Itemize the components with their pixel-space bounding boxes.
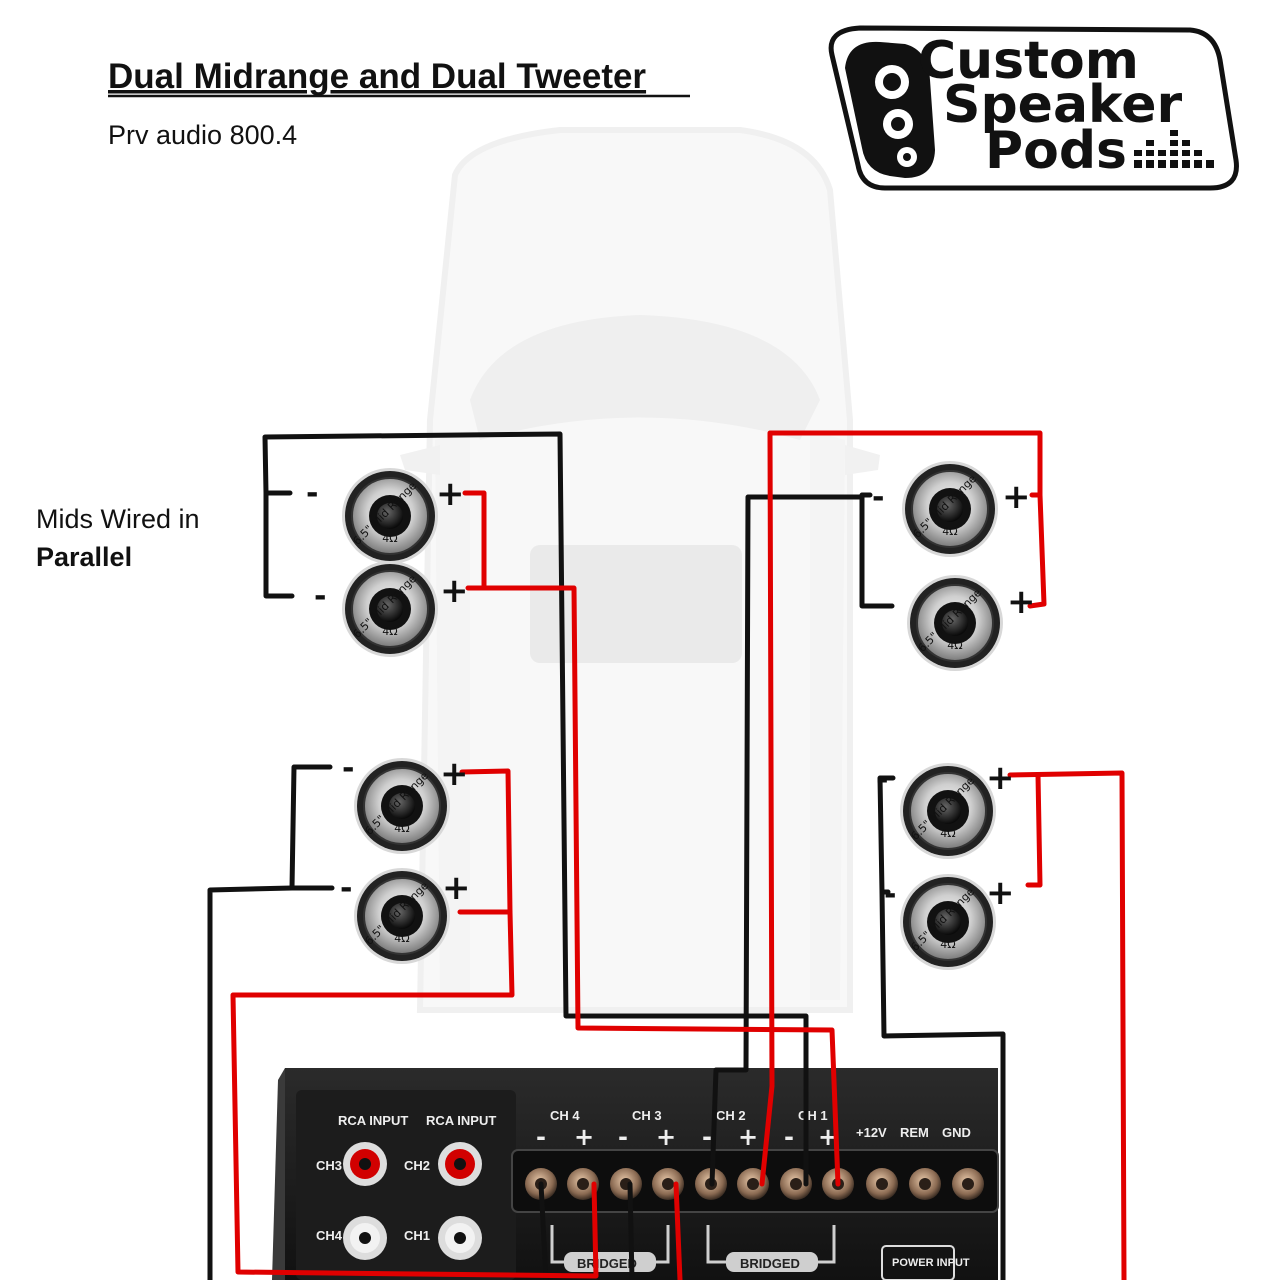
amplifier: RCA INPUT RCA INPUT CH3 CH2 CH4 CH1 CH 4…	[272, 1068, 999, 1280]
plus-sign: +	[440, 571, 469, 611]
speaker-impedance: 4Ω	[940, 938, 955, 951]
speaker-impedance: 4Ω	[382, 625, 397, 638]
ch4-plus-sign: +	[574, 1123, 594, 1151]
minus-sign: -	[342, 751, 354, 786]
terminal-ch4-plus[interactable]	[567, 1168, 599, 1200]
bridged-label-right: BRIDGED	[740, 1256, 800, 1271]
minus-sign: -	[876, 762, 888, 797]
power-12v-label: +12V	[856, 1125, 887, 1140]
rca-ch1-label: CH1	[404, 1228, 430, 1243]
plus-sign: +	[442, 868, 471, 908]
rca-jack-ch3[interactable]	[343, 1142, 387, 1186]
brand-logo: Custom Speaker Pods	[828, 25, 1239, 191]
rca-ch3-label: CH3	[316, 1158, 342, 1173]
rca-jack-ch2[interactable]	[438, 1142, 482, 1186]
rca-input-label-right: RCA INPUT	[426, 1113, 496, 1128]
minus-sign: -	[314, 579, 326, 614]
ch2-minus-sign: -	[702, 1123, 712, 1151]
speaker-impedance: 4Ω	[394, 822, 409, 835]
minus-sign: -	[306, 476, 318, 511]
polarity-signs: - + - + - + + - + - + - + - +	[306, 474, 1036, 913]
speaker-rear-left-upper: 6.5" Mid Range 4Ω	[353, 757, 451, 855]
amplifier-model: Prv audio 800.4	[108, 120, 297, 150]
logo-line-3: Pods	[985, 121, 1127, 181]
ch1-minus-sign: -	[784, 1123, 794, 1151]
wiring-note: Mids Wired in	[36, 504, 200, 534]
ch3-label: CH 3	[632, 1108, 662, 1123]
plus-sign: +	[1002, 477, 1031, 517]
speaker-impedance: 4Ω	[382, 532, 397, 545]
rca-jack-ch4[interactable]	[343, 1216, 387, 1260]
ch3-plus-sign: +	[656, 1123, 676, 1151]
rca-ch2-label: CH2	[404, 1158, 430, 1173]
speaker-front-right-lower: 6.5" Mid Range 4Ω	[906, 574, 1004, 672]
terminal-12v[interactable]	[866, 1168, 898, 1200]
speaker-impedance: 4Ω	[947, 639, 962, 652]
speaker-impedance: 4Ω	[394, 932, 409, 945]
speaker-rear-right-lower: 6.5" Mid Range 4Ω	[899, 873, 997, 971]
plus-sign: +	[1007, 582, 1036, 622]
speaker-front-right-upper: 6.5" Mid Range 4Ω	[901, 460, 999, 558]
speaker-impedance: 4Ω	[940, 827, 955, 840]
positive-wires	[230, 430, 1127, 1280]
speaker-impedance: 4Ω	[942, 525, 957, 538]
rca-input-label-left: RCA INPUT	[338, 1113, 408, 1128]
speaker-pod-icon	[845, 41, 935, 178]
equalizer-icon	[1134, 130, 1214, 168]
ch4-label: CH 4	[550, 1108, 580, 1123]
negative-wires	[207, 431, 1006, 1280]
terminal-rem[interactable]	[909, 1168, 941, 1200]
rca-jack-ch1[interactable]	[438, 1216, 482, 1260]
ch1-plus-sign: +	[818, 1123, 838, 1151]
power-gnd-label: GND	[942, 1125, 971, 1140]
minus-sign: -	[872, 480, 884, 515]
plus-sign: +	[440, 754, 469, 794]
ch4-minus-sign: -	[536, 1123, 546, 1151]
bridged-label-left: BRIDGED	[577, 1256, 637, 1271]
power-input-label: POWER INPUT	[892, 1257, 970, 1269]
plus-sign: +	[436, 474, 465, 514]
ch2-label: CH 2	[716, 1108, 746, 1123]
ch1-label: CH 1	[798, 1108, 828, 1123]
speaker-front-left-upper: 6.5" Mid Range 4Ω	[341, 467, 439, 565]
terminal-ch3-minus[interactable]	[610, 1168, 642, 1200]
ch3-minus-sign: -	[618, 1123, 628, 1151]
minus-sign: -	[884, 877, 896, 912]
car-silhouette	[400, 127, 880, 1013]
logo-line-2: Speaker	[943, 75, 1182, 135]
plus-sign: +	[986, 758, 1015, 798]
power-rem-label: REM	[900, 1125, 929, 1140]
speaker-rear-left-lower: 6.5" Mid Range 4Ω	[353, 867, 451, 965]
diagram-title: Dual Midrange and Dual Tweeter	[108, 57, 646, 96]
plus-sign: +	[986, 873, 1015, 913]
rca-ch4-label: CH4	[316, 1228, 343, 1243]
wiring-note-emphasis: Parallel	[36, 542, 132, 572]
terminal-ch3-plus[interactable]	[652, 1168, 684, 1200]
speaker-rear-right-upper: 6.5" Mid Range 4Ω	[899, 762, 997, 860]
ch2-plus-sign: +	[738, 1123, 758, 1151]
minus-sign: -	[340, 871, 352, 906]
terminal-gnd[interactable]	[952, 1168, 984, 1200]
logo-line-1: Custom	[918, 31, 1139, 91]
speaker-front-left-lower: 6.5" Mid Range 4Ω	[341, 560, 439, 658]
